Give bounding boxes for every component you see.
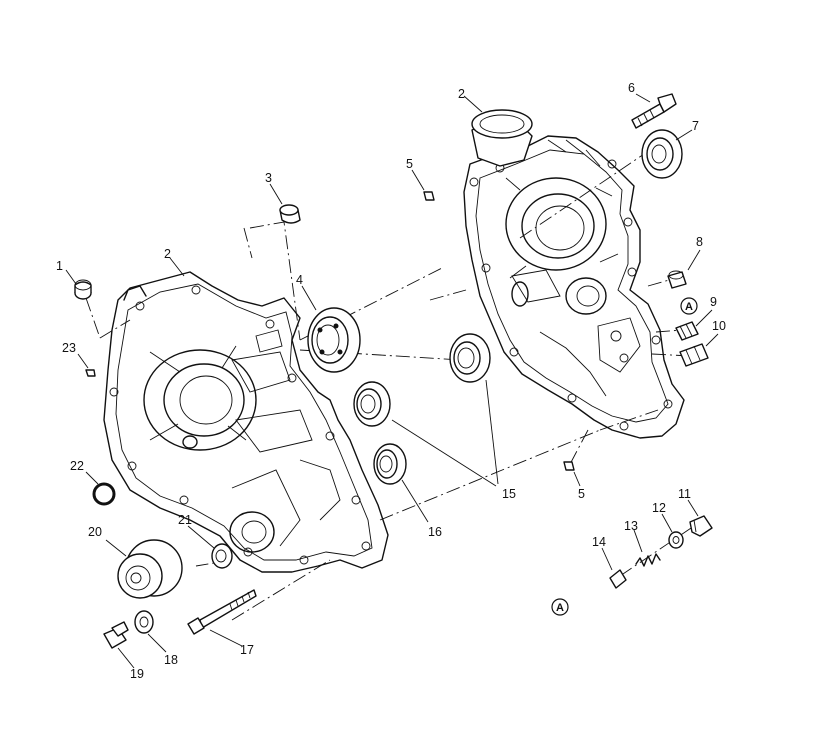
bolt-11 xyxy=(689,515,713,537)
callout-3: 3 xyxy=(265,171,272,185)
callout-10: 10 xyxy=(712,319,726,333)
callout-1: 1 xyxy=(56,259,63,273)
dowel-pin-1 xyxy=(74,279,92,300)
plunger-14 xyxy=(609,569,627,589)
callout-12: 12 xyxy=(652,501,666,515)
pin-5-top xyxy=(423,191,435,201)
pin-23 xyxy=(85,369,96,377)
callout-23: 23 xyxy=(62,341,76,355)
pulley-20 xyxy=(117,539,183,599)
callout-4: 4 xyxy=(296,273,303,287)
pin-5-bottom xyxy=(563,461,575,471)
bearing-16 xyxy=(373,443,407,485)
callout-7: 7 xyxy=(692,119,699,133)
callout-14: 14 xyxy=(592,535,606,549)
callout-2-right: 2 xyxy=(458,87,465,101)
right-crankcase-half xyxy=(463,109,685,439)
drain-plug-19 xyxy=(103,621,129,649)
callout-numbers: 1 2 2 3 4 5 5 6 7 8 9 10 11 12 13 14 15 … xyxy=(56,81,726,681)
dowel-8 xyxy=(667,270,687,289)
bearing-15-left xyxy=(353,381,391,427)
spring-13 xyxy=(635,553,661,567)
fitting-9 xyxy=(675,321,699,341)
bolt-6 xyxy=(631,93,677,129)
o-ring-22 xyxy=(92,482,116,506)
callout-21: 21 xyxy=(178,513,192,527)
callout-22: 22 xyxy=(70,459,84,473)
callout-5-bottom: 5 xyxy=(578,487,585,501)
callout-2-left: 2 xyxy=(164,247,171,261)
reference-mark-a-lower-label: A xyxy=(556,602,564,614)
callout-17: 17 xyxy=(240,643,254,657)
callout-20: 20 xyxy=(88,525,102,539)
bearing-15-right xyxy=(449,333,491,383)
callout-16: 16 xyxy=(428,525,442,539)
callout-6: 6 xyxy=(628,81,635,95)
fitting-10 xyxy=(679,343,709,367)
bearing-4 xyxy=(307,307,361,373)
reference-mark-a-upper: A xyxy=(680,297,698,315)
seal-7 xyxy=(641,129,683,179)
callout-11: 11 xyxy=(678,487,691,501)
leader-lines xyxy=(65,93,719,669)
reference-mark-a-lower: A xyxy=(551,598,569,616)
washer-12 xyxy=(668,531,684,549)
long-bolt-17 xyxy=(187,589,257,635)
callout-19: 19 xyxy=(130,667,144,681)
callout-18: 18 xyxy=(164,653,178,667)
left-crankcase-half xyxy=(103,271,389,573)
washer-18 xyxy=(134,610,154,634)
seal-21 xyxy=(211,543,233,569)
callout-8: 8 xyxy=(696,235,703,249)
callout-15: 15 xyxy=(502,487,516,501)
callout-5-top: 5 xyxy=(406,157,413,171)
dowel-pin-3 xyxy=(279,204,301,224)
callout-9: 9 xyxy=(710,295,717,309)
reference-mark-a-upper-label: A xyxy=(685,301,693,313)
callout-13: 13 xyxy=(624,519,638,533)
